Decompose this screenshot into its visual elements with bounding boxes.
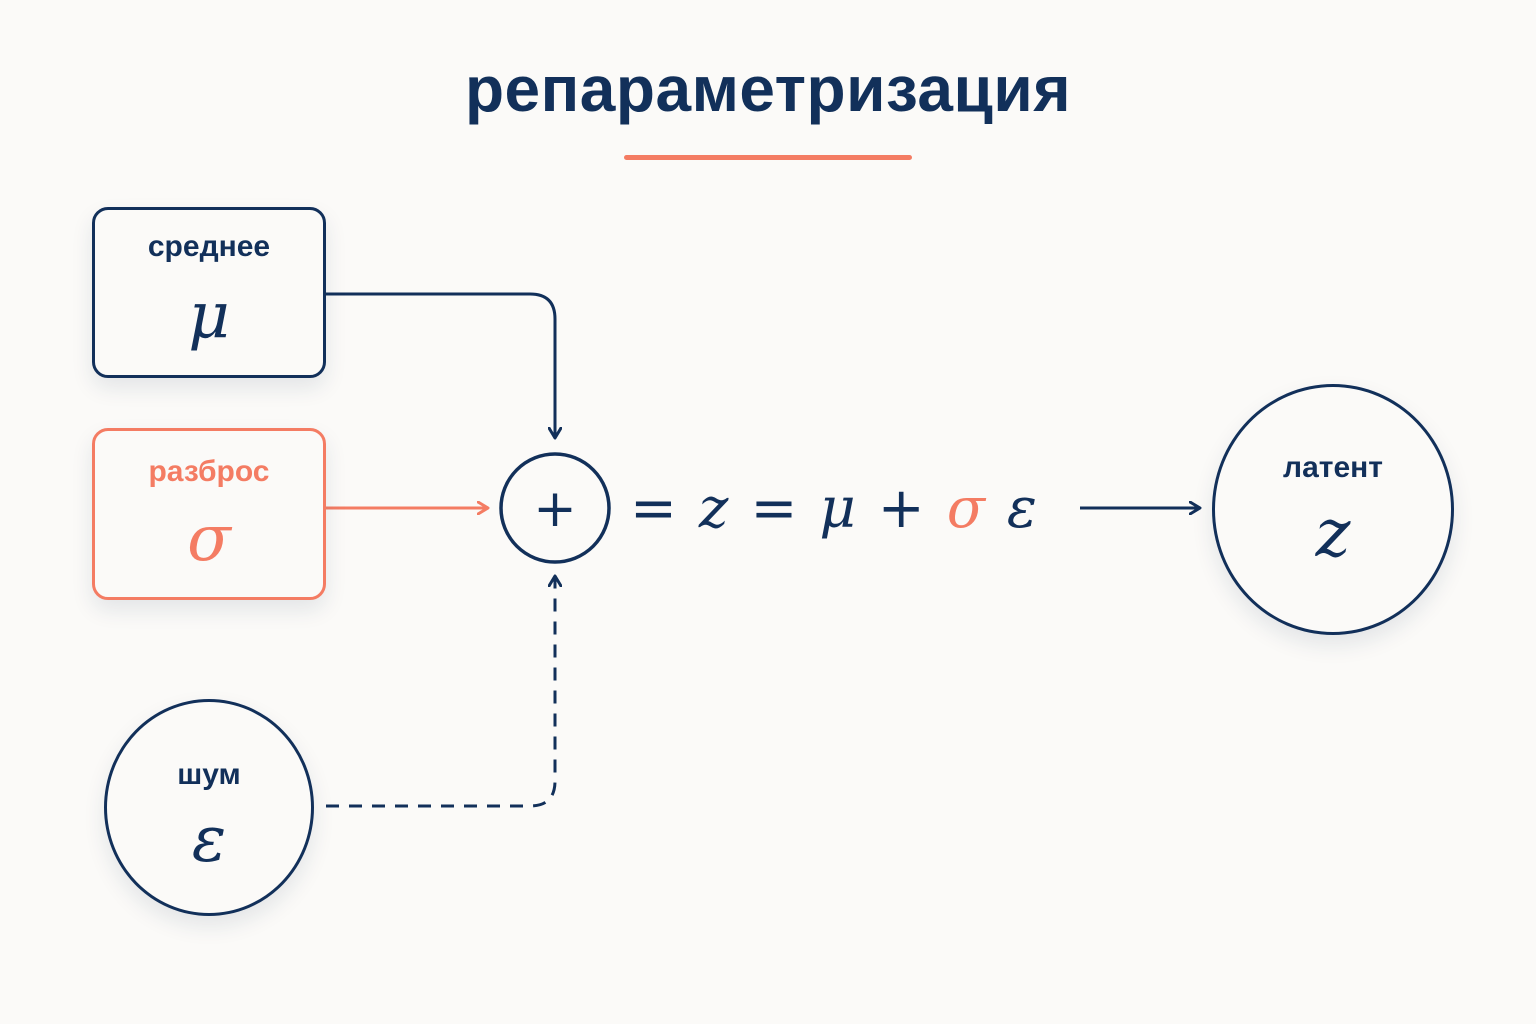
latent-node: латент z <box>1212 384 1454 635</box>
mean-node-label: среднее <box>147 230 271 263</box>
sum-node: + <box>499 452 611 564</box>
edge-mean-to-sum <box>326 292 555 438</box>
diagram-title: репараметризация <box>464 53 1072 125</box>
equation-equals-1: = <box>630 475 677 541</box>
title-underline <box>624 155 912 160</box>
sum-node-symbol: + <box>533 479 577 539</box>
equation-equals-2: = <box>750 475 798 541</box>
noise-node-label: шум <box>177 758 241 791</box>
latent-node-label: латент <box>1283 451 1383 484</box>
mean-node: среднее μ <box>92 207 326 378</box>
equation-mu: μ <box>819 475 856 541</box>
noise-node-symbol: ε <box>191 803 227 877</box>
latent-node-symbol: z <box>1315 495 1351 572</box>
equation-epsilon: ε <box>1006 475 1037 541</box>
mean-node-symbol: μ <box>188 279 230 353</box>
noise-node: шум ε <box>104 699 314 916</box>
reparam-equation: = z = μ + σ ε <box>630 472 1059 544</box>
edge-noise-to-sum <box>326 576 555 808</box>
equation-sigma: σ <box>946 475 985 541</box>
equation-z: z <box>698 475 729 541</box>
spread-node: разброс σ <box>92 428 326 600</box>
equation-plus: + <box>877 475 925 541</box>
spread-node-symbol: σ <box>187 502 231 576</box>
spread-node-label: разброс <box>148 455 270 488</box>
